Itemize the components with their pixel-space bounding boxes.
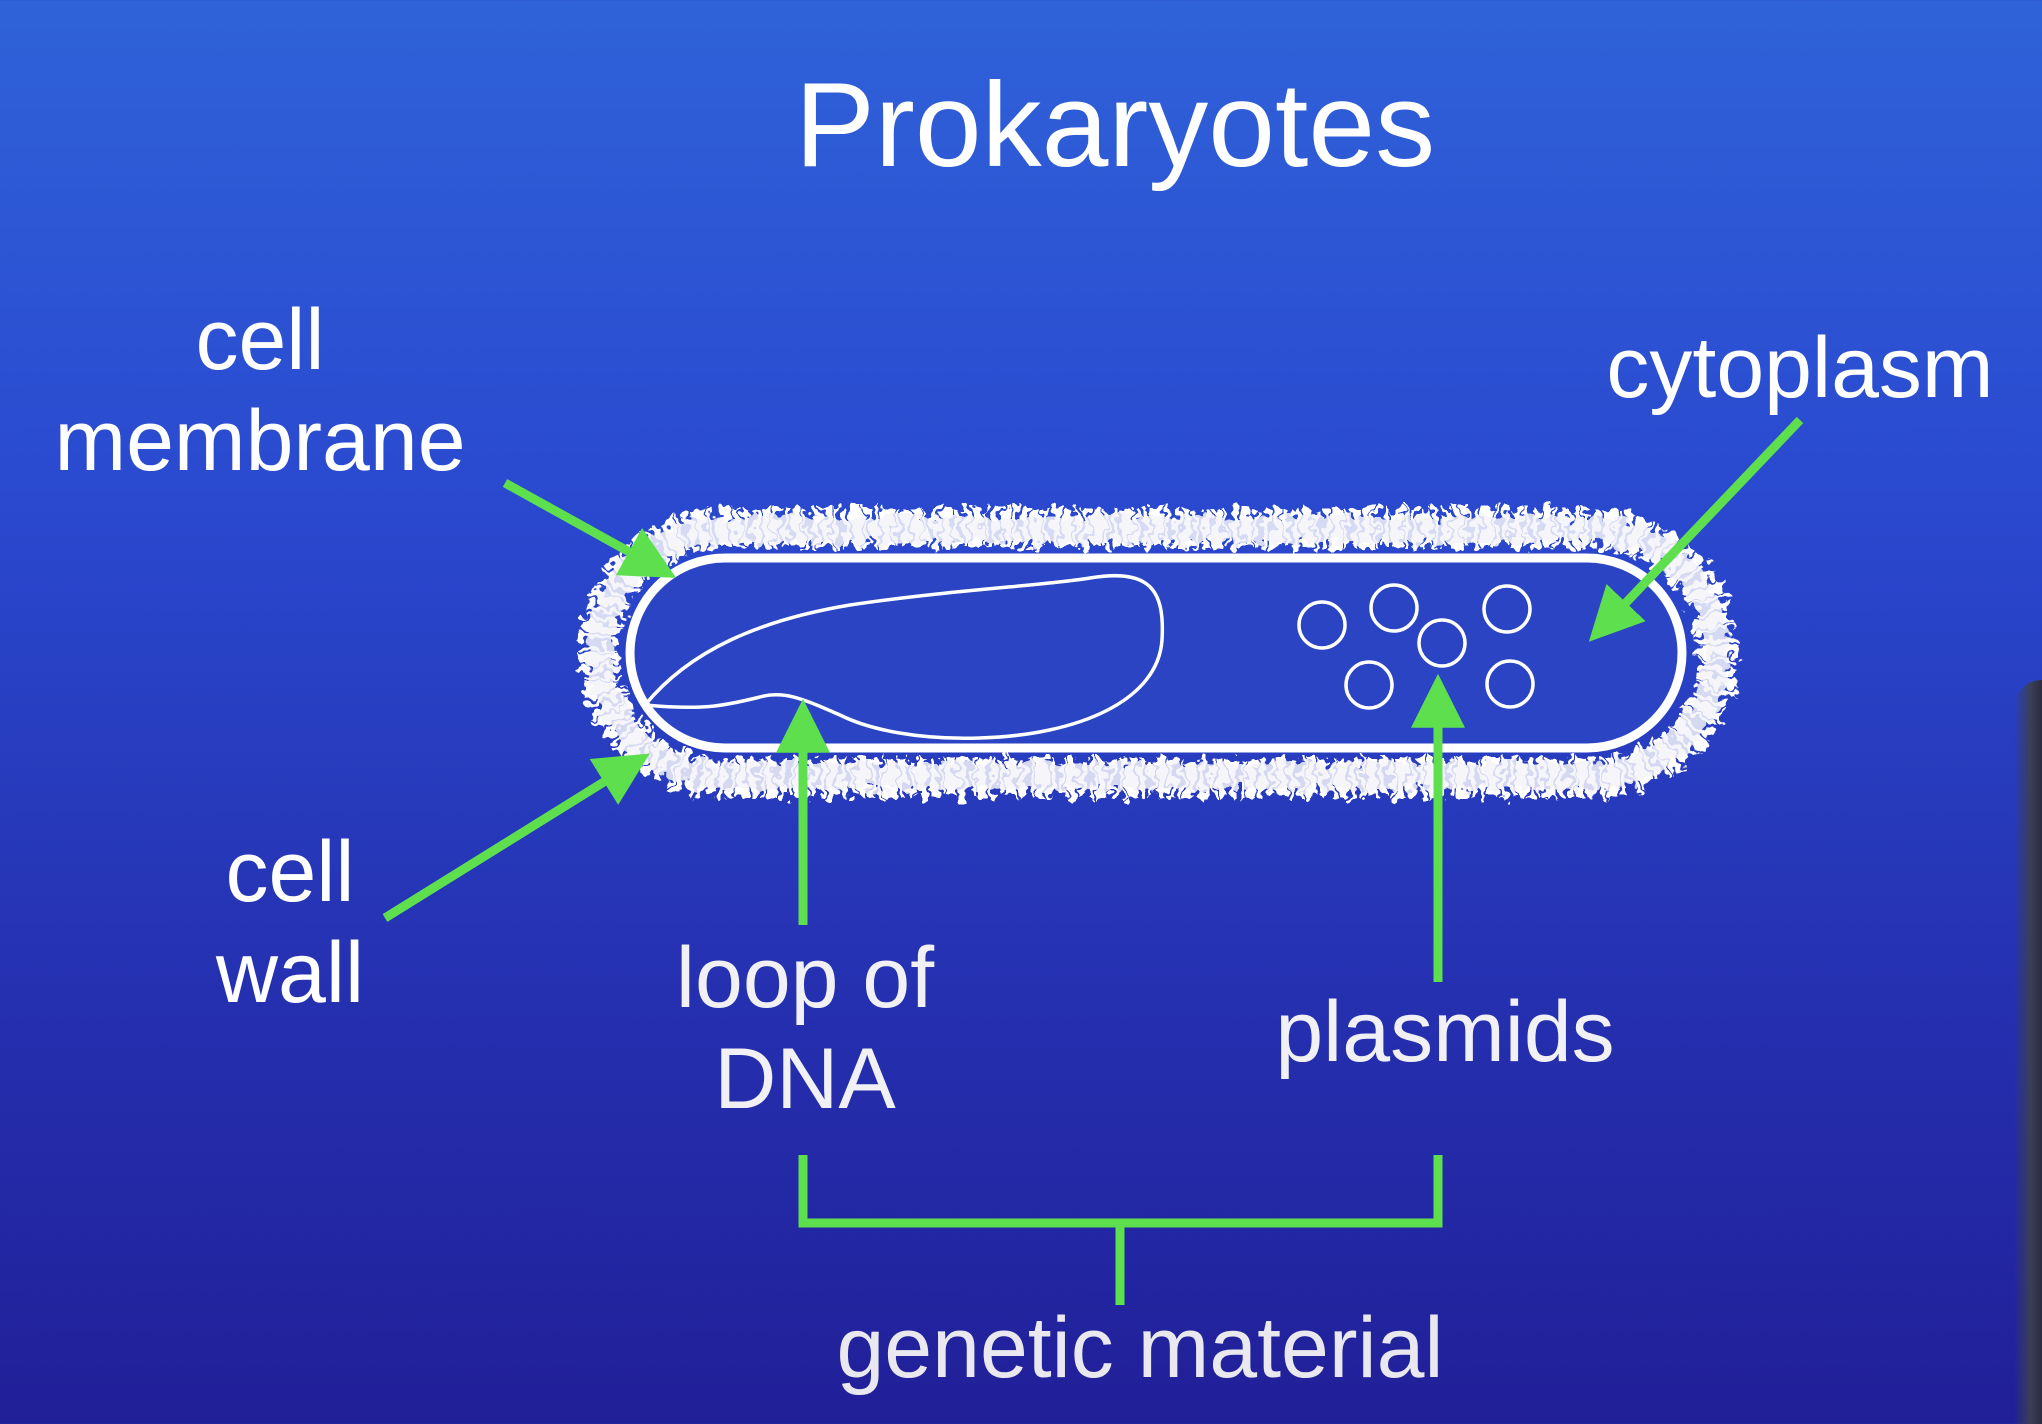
label-cell-membrane: cell membrane [20,290,500,493]
plasmid-circle [1482,584,1532,634]
dna-loop-shape [641,573,1165,741]
label-genetic-material: genetic material [836,1300,1444,1396]
label-cell-wall: cell wall [190,822,390,1025]
label-loop-of-dna-line2: DNA [714,1031,896,1128]
cell-wall-fill [587,517,1729,789]
label-cytoplasm: cytoplasm [1606,320,1994,416]
label-cell-wall-line1: cell [225,824,355,920]
cell-membrane-shape [625,553,1687,753]
plasmid-circle [1417,618,1467,668]
label-arrows [382,416,1804,982]
label-cell-membrane-line1: cell [195,292,325,388]
arrow-cell-membrane [502,479,677,578]
arrow-cytoplasm [1588,416,1804,642]
label-cell-wall-line2: wall [215,925,365,1022]
label-loop-of-dna-line1: loop of [675,930,935,1026]
label-loop-of-dna: loop of DNA [605,928,1005,1131]
label-plasmids: plasmids [1275,984,1615,1080]
plasmid-circle [1369,583,1419,633]
plasmid-circle [1297,600,1347,650]
arrow-cell-wall [382,753,650,922]
genetic-material-bracket [798,1155,1443,1305]
page-title: Prokaryotes [794,58,1436,192]
bracket-lines [798,1155,1443,1228]
plasmids-shapes [1297,583,1535,710]
presenter-silhouette-edge [2014,680,2042,1424]
plasmid-circle [1485,659,1535,709]
plasmid-circle [1344,660,1394,710]
label-cell-membrane-line2: membrane [54,393,466,490]
